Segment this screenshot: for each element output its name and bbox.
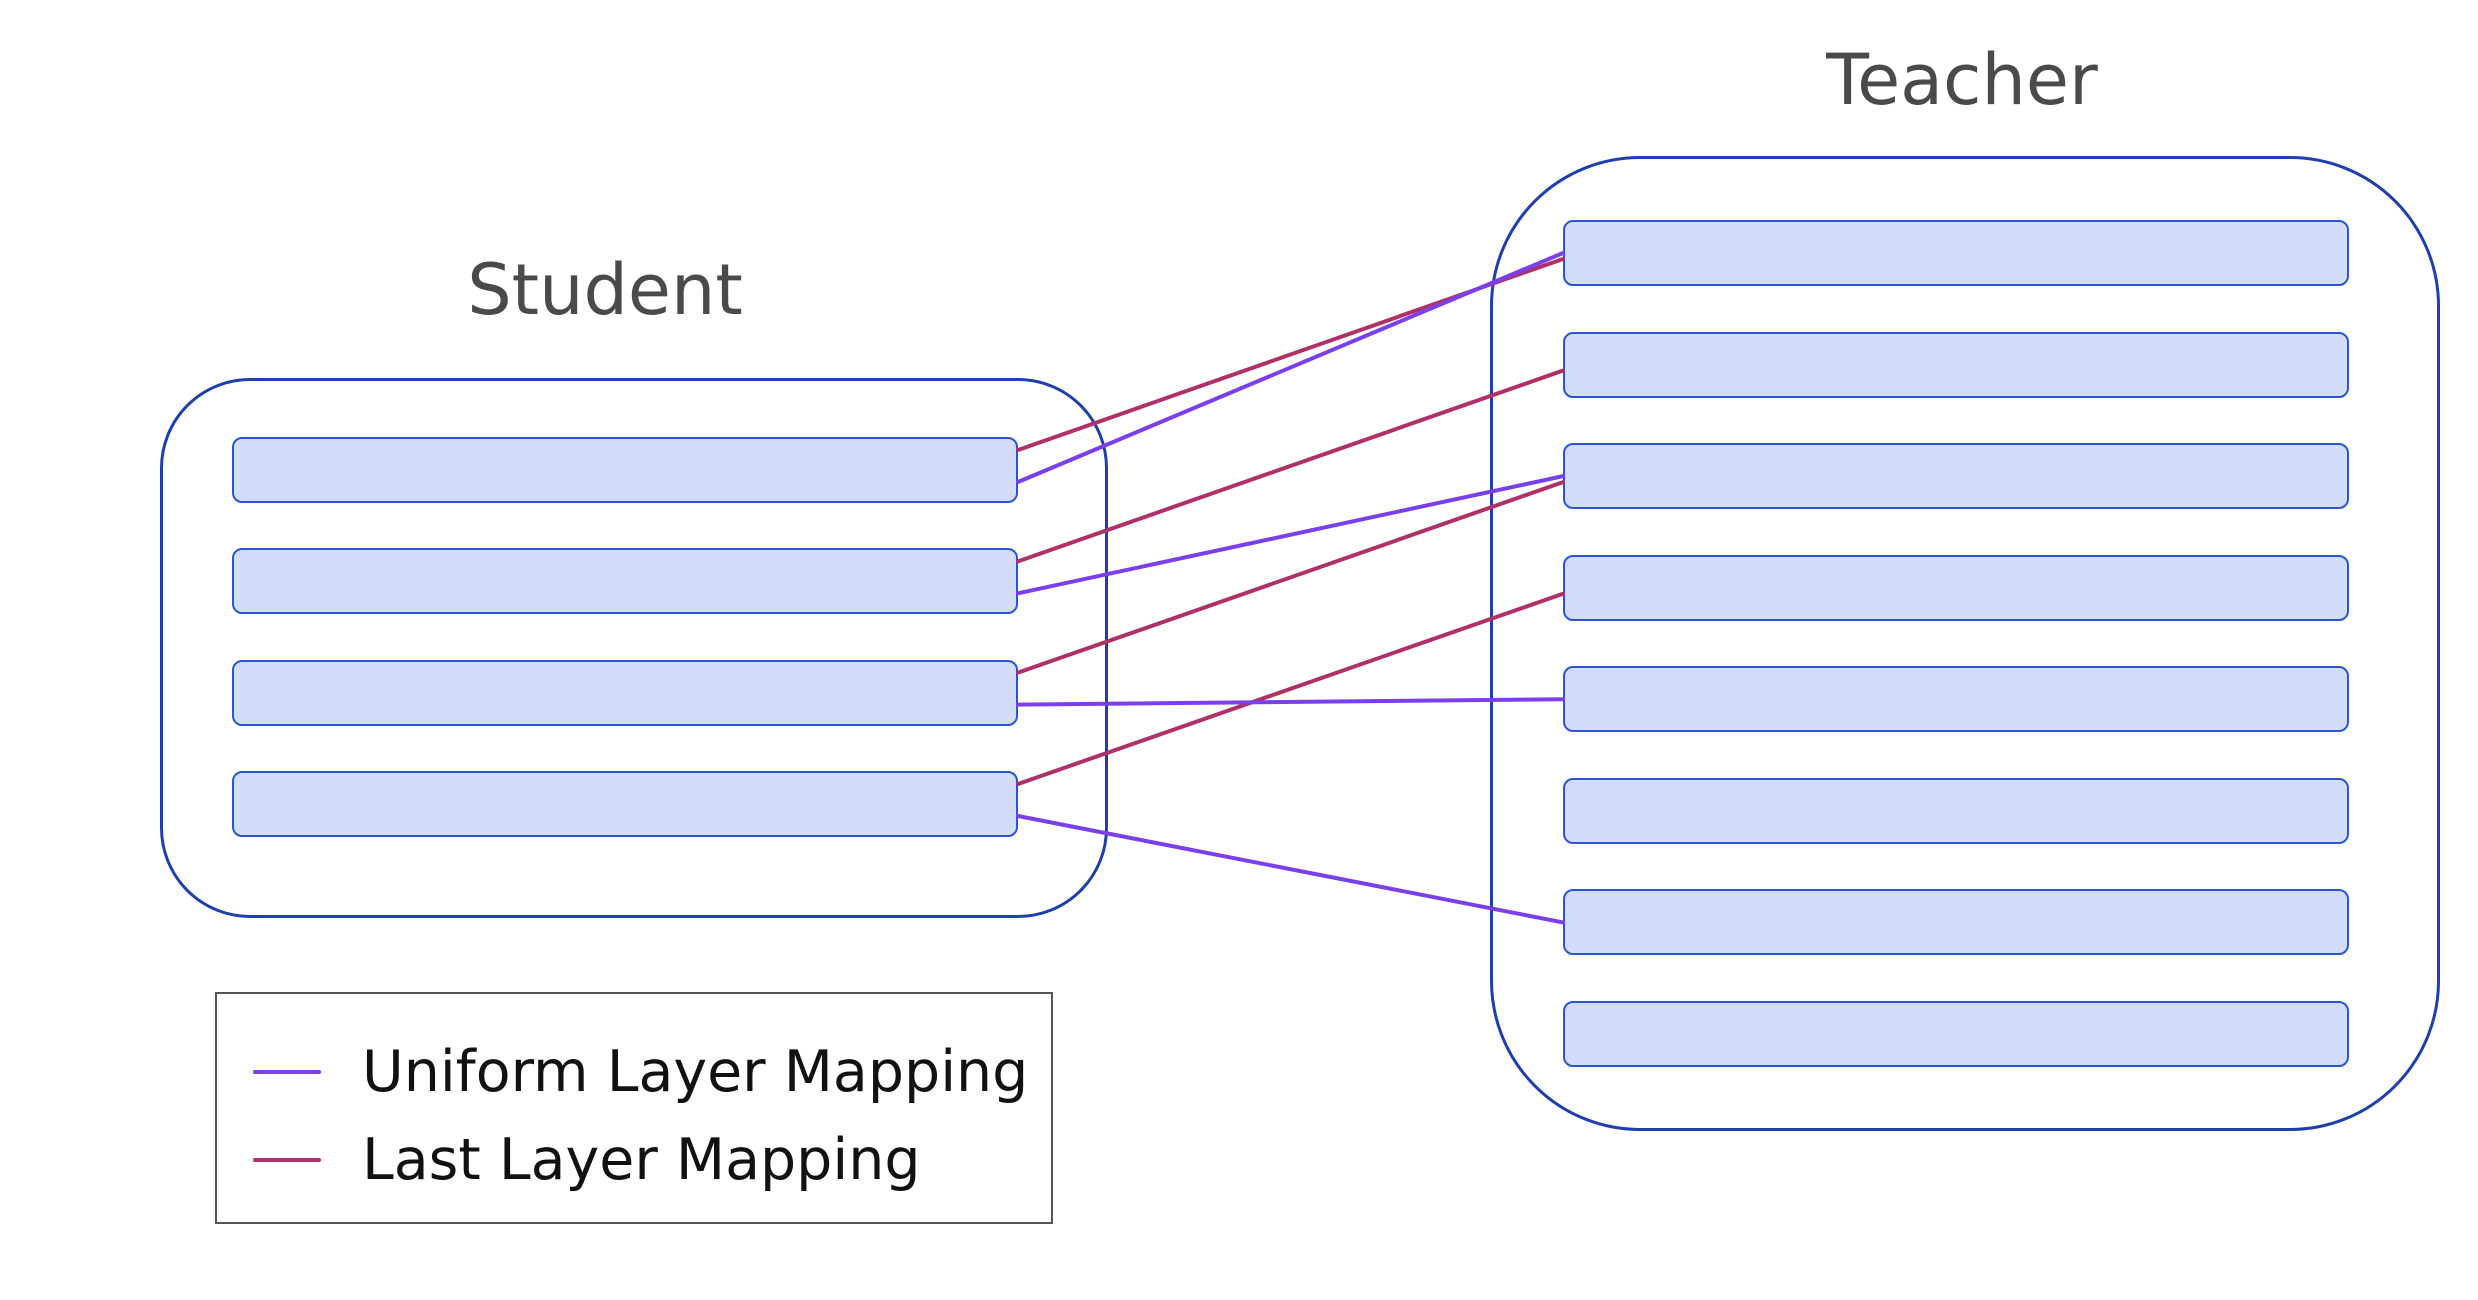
teacher-title: Teacher	[1826, 39, 2098, 121]
student-layer-3	[232, 659, 1018, 726]
teacher-layer-4	[1563, 554, 2349, 621]
legend-label-uniform: Uniform Layer Mapping	[362, 1039, 1029, 1105]
teacher-layer-8	[1563, 1000, 2349, 1067]
last-mapping-line-1	[1016, 257, 1565, 452]
legend: Uniform Layer Mapping Last Layer Mapping	[215, 992, 1053, 1224]
teacher-layer-1	[1563, 220, 2349, 286]
teacher-layer-6	[1563, 777, 2349, 844]
legend-item-last: Last Layer Mapping	[217, 1124, 1051, 1194]
student-layer-4	[232, 770, 1018, 837]
student-layer-2	[232, 548, 1018, 615]
teacher-layer-3	[1563, 443, 2349, 510]
student-layer-1	[232, 437, 1018, 503]
teacher-layer-2	[1563, 331, 2349, 398]
teacher-model-box	[1490, 156, 2440, 1131]
legend-swatch-last	[253, 1158, 321, 1162]
legend-swatch-uniform	[253, 1070, 321, 1074]
teacher-layer-7	[1563, 889, 2349, 956]
teacher-layer-5	[1563, 666, 2349, 733]
legend-label-last: Last Layer Mapping	[362, 1127, 921, 1193]
student-title: Student	[467, 249, 743, 331]
legend-item-uniform: Uniform Layer Mapping	[217, 1036, 1051, 1106]
